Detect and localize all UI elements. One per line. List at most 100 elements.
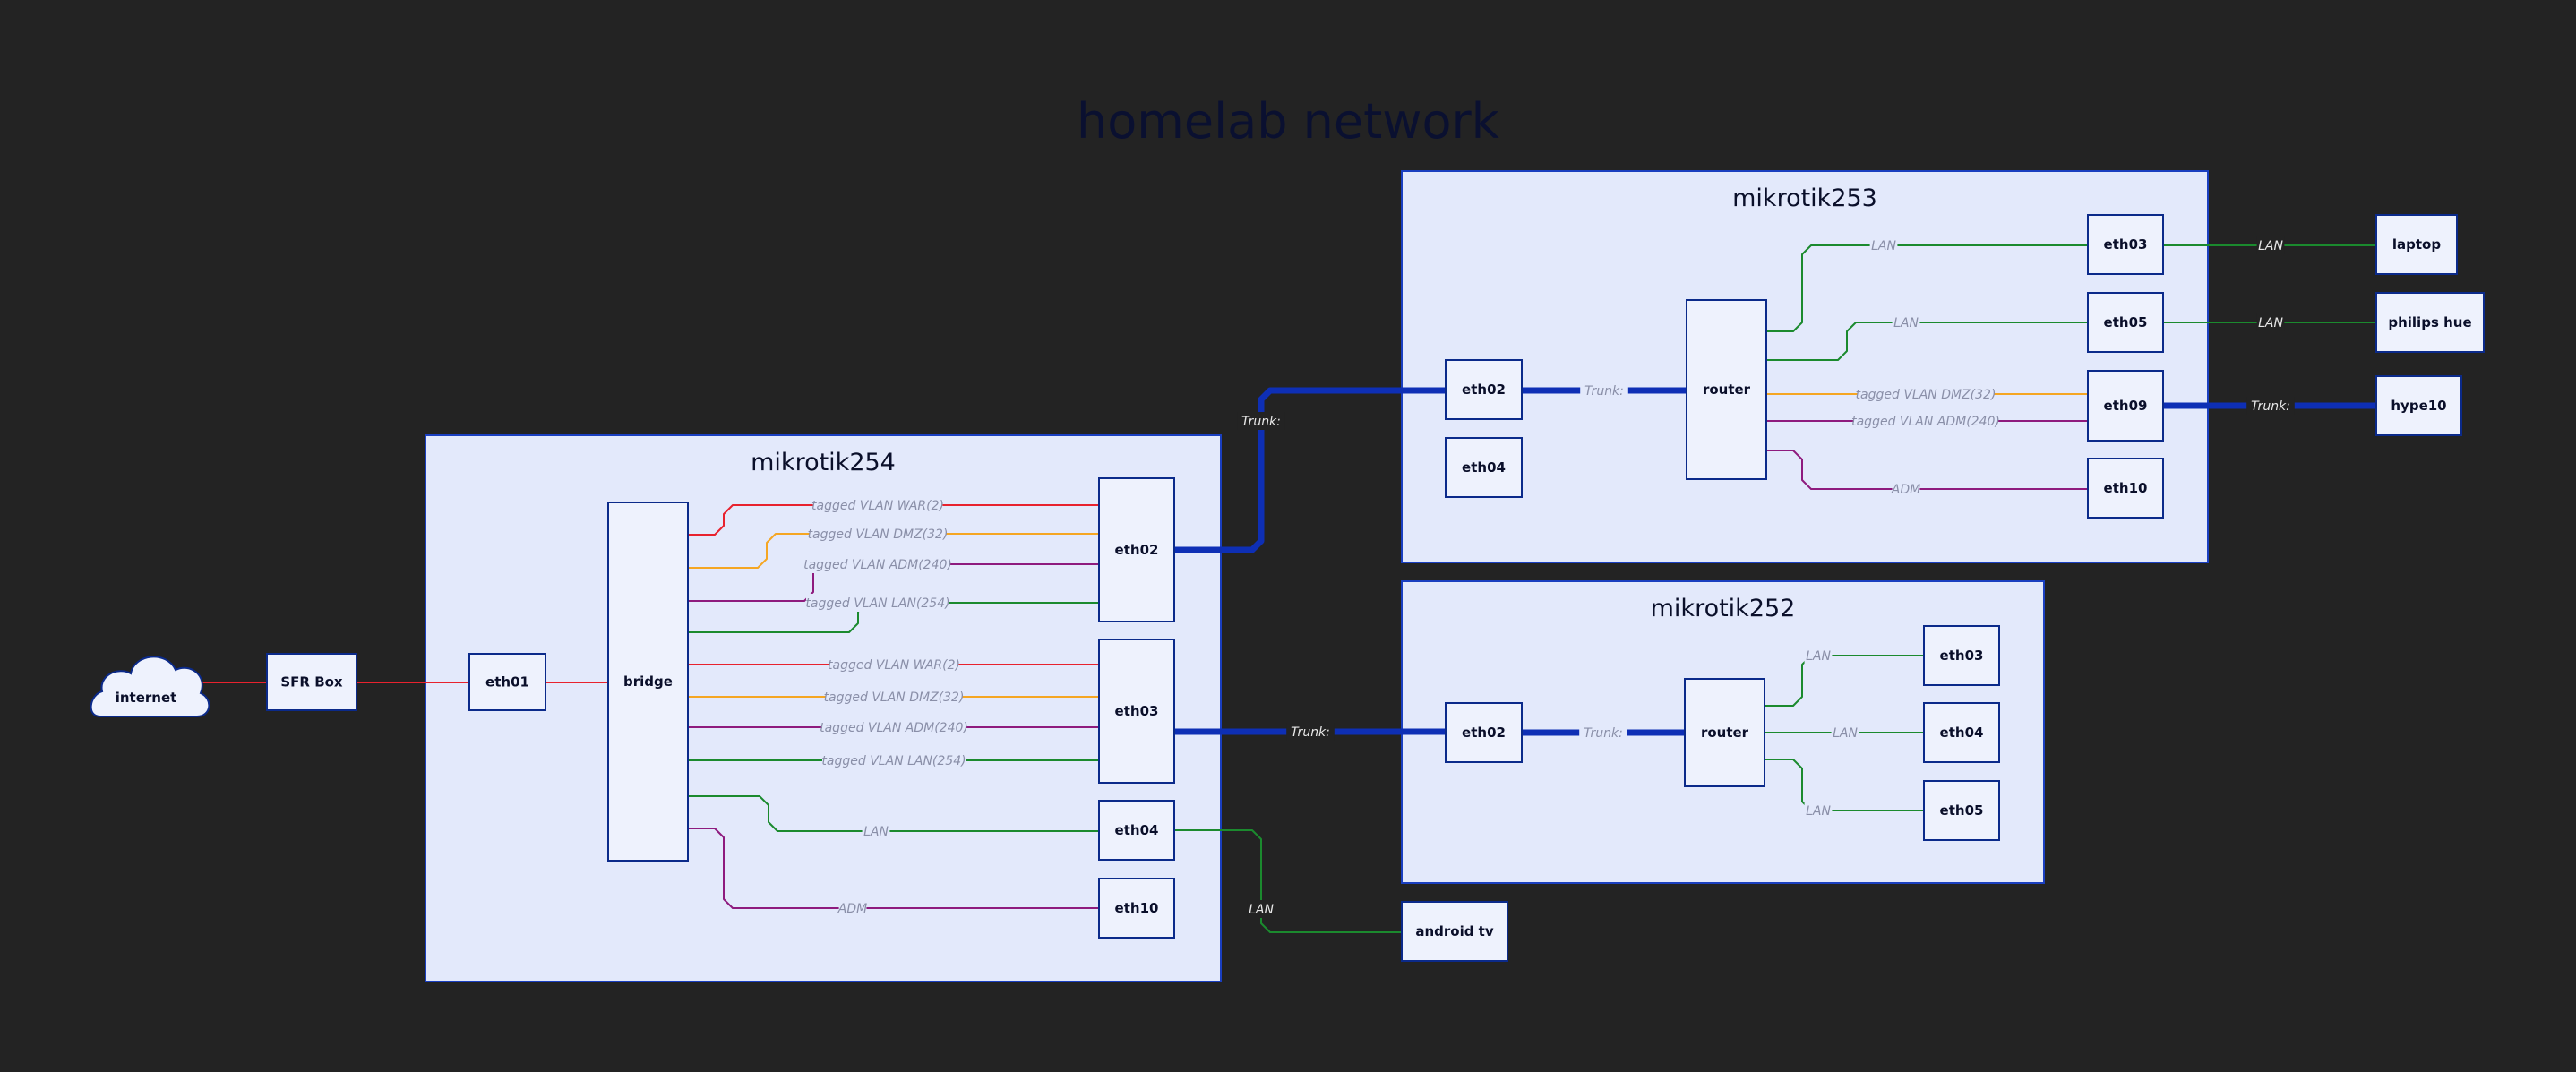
node-hype10[interactable]: hype10 [2375,375,2462,436]
node-m253-eth09[interactable]: eth09 [2087,370,2164,442]
edge-label-text: LAN [1871,239,1896,253]
node-philips[interactable]: philips hue [2375,292,2485,353]
edge-label-background [1869,236,1898,254]
edge-label: tagged VLAN LAN(254) [821,751,966,769]
edge-label-text: LAN [1806,649,1831,664]
diagram-title: homelab network [1077,93,1500,150]
edge-label-text: tagged VLAN DMZ(32) [824,690,965,705]
edge-label-text: LAN [863,825,889,839]
node-label: eth05 [2104,314,2148,330]
edge-label: Trunk: [1580,382,1628,399]
edge-label: tagged VLAN DMZ(32) [824,688,965,706]
edge-label-text: Trunk: [1241,415,1281,429]
node-box [1445,702,1523,763]
edge-label-background [1854,412,1997,430]
node-box [2375,292,2485,353]
node-m252-eth02[interactable]: eth02 [1445,702,1523,763]
node-m252-eth04[interactable]: eth04 [1923,702,2000,763]
node-m253-eth03[interactable]: eth03 [2087,214,2164,275]
edge-label: tagged VLAN ADM(240) [803,555,952,573]
edge-label: LAN [1804,802,1833,819]
edge-label-text: tagged VLAN LAN(254) [821,754,966,768]
edge-label-background [1892,480,1920,498]
node-laptop[interactable]: laptop [2375,214,2458,275]
edge-label: ADM [837,899,867,917]
node-internet[interactable]: internet [90,656,210,717]
group-mikrotik253: mikrotik253 [1401,170,2209,563]
edge-label-background [829,656,959,673]
node-label: eth04 [1940,725,1984,741]
edge-label: tagged VLAN DMZ(32) [1856,385,1996,403]
edge-label: tagged VLAN LAN(254) [805,594,950,612]
node-label: eth02 [1462,725,1506,741]
node-box [1098,477,1175,622]
node-box [468,653,546,711]
edge-label: Trunk: [1579,724,1627,742]
node-m254-eth02[interactable]: eth02 [1098,477,1175,622]
node-box [1923,780,2000,841]
edge-label-text: tagged VLAN WAR(2) [828,658,960,673]
node-androidtv[interactable]: android tv [1401,901,1508,962]
edge-label: LAN [1247,900,1275,918]
node-box [1401,901,1508,962]
node-box [1923,702,2000,763]
node-m252-router[interactable]: router [1684,678,1765,787]
edge-label-text: tagged VLAN ADM(240) [803,558,952,572]
node-label: eth05 [1940,802,1984,819]
edge-label-text: LAN [1249,903,1274,917]
edge-label-background [838,899,867,917]
node-label: SFR Box [280,674,343,690]
node-box [2087,214,2164,275]
edge-label-background [1804,647,1833,665]
edge-label: Trunk: [1237,412,1285,430]
node-box [2375,214,2458,275]
edge-label: LAN [862,822,890,840]
node-box [1923,625,2000,686]
node-box [266,653,357,711]
node-label: internet [116,690,177,706]
edge-label-text: tagged VLAN ADM(240) [1851,415,2000,429]
node-m253-eth10[interactable]: eth10 [2087,458,2164,519]
edge-label-background [822,718,966,736]
edge-label-background [809,525,947,543]
node-box [2087,458,2164,519]
edge-label: tagged VLAN WAR(2) [828,656,960,673]
edge-m254-bridge-m254-eth02 [688,504,1099,536]
edge-label: tagged VLAN ADM(240) [1851,412,2000,430]
edge-label-background [862,822,890,840]
node-label: eth02 [1115,542,1159,558]
node-label: eth09 [2104,398,2148,414]
node-box [2375,375,2462,436]
edge-label: ADM [1891,480,1920,498]
node-m253-eth05[interactable]: eth05 [2087,292,2164,353]
node-label: eth04 [1115,822,1159,838]
edge-label-text: Trunk: [1291,725,1330,740]
node-m252-eth03[interactable]: eth03 [1923,625,2000,686]
node-m252-eth05[interactable]: eth05 [1923,780,2000,841]
edge-label-background [1286,723,1335,741]
node-m253-router[interactable]: router [1686,299,1767,480]
node-m254-eth10[interactable]: eth10 [1098,878,1175,939]
node-m254-eth03[interactable]: eth03 [1098,639,1175,784]
node-sfr[interactable]: SFR Box [266,653,357,711]
edge-label-background [1804,802,1833,819]
edge-label-background [825,688,963,706]
edge-label-text: tagged VLAN DMZ(32) [808,527,949,542]
edge-label-background [806,555,949,573]
edge-label-text: Trunk: [1584,726,1623,741]
edge-label-background [1237,412,1285,430]
node-m254-eth01[interactable]: eth01 [468,653,546,711]
edge-label-text: Trunk: [1584,384,1624,399]
edge-label-background [2256,313,2285,331]
edge-label-text: tagged VLAN DMZ(32) [1856,388,1996,402]
edge-label: Trunk: [2246,397,2295,415]
node-m253-eth04[interactable]: eth04 [1445,437,1523,498]
node-box [607,502,689,862]
node-m253-eth02[interactable]: eth02 [1445,359,1523,420]
edge-label-background [1831,724,1859,742]
node-m254-bridge[interactable]: bridge [607,502,689,862]
edge-m253-router-m253-eth10 [1766,450,2088,490]
node-m254-eth04[interactable]: eth04 [1098,800,1175,861]
edge-label-background [822,751,966,769]
